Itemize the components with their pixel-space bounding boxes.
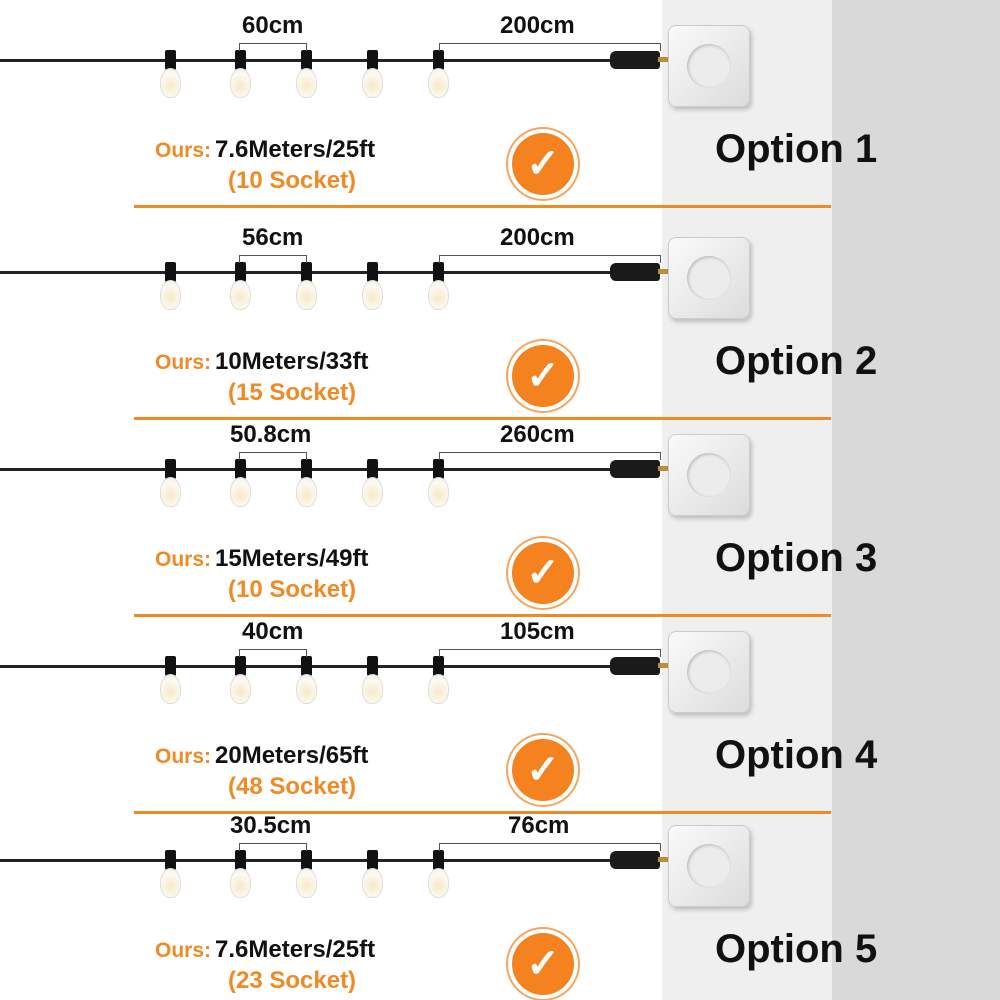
option-title: Option 5 xyxy=(715,927,878,971)
bulb-icon xyxy=(362,656,383,706)
bulb-icon xyxy=(428,656,449,706)
bulb-spacing-label: 30.5cm xyxy=(230,812,312,839)
option-title: Option 1 xyxy=(715,127,878,171)
bulb-icon xyxy=(362,50,383,100)
wall-panel-dark xyxy=(832,0,1000,1000)
ours-label: Ours: xyxy=(155,548,212,571)
bulb-icon xyxy=(160,262,181,312)
bulb-icon xyxy=(230,656,251,706)
wall-outlet-icon xyxy=(668,825,750,907)
length-text: Ours:10Meters/33ft xyxy=(155,348,368,376)
socket-count: (10 Socket) xyxy=(228,576,357,603)
lead-length-label: 200cm xyxy=(500,224,575,251)
ours-label: Ours: xyxy=(155,745,212,768)
option-title: Option 3 xyxy=(715,536,878,580)
check-icon: ✓ xyxy=(512,933,574,995)
socket-count: (23 Socket) xyxy=(228,967,357,994)
lead-bracket xyxy=(439,255,661,263)
check-icon: ✓ xyxy=(512,133,574,195)
bulb-icon xyxy=(428,262,449,312)
divider xyxy=(134,205,831,208)
wall-outlet-icon xyxy=(668,631,750,713)
check-icon: ✓ xyxy=(512,542,574,604)
bulb-icon xyxy=(428,459,449,509)
plug-icon xyxy=(610,657,672,675)
socket-count: (48 Socket) xyxy=(228,773,357,800)
bulb-icon xyxy=(296,262,317,312)
divider xyxy=(134,614,831,617)
length-text: Ours:7.6Meters/25ft xyxy=(155,936,375,964)
check-icon: ✓ xyxy=(512,739,574,801)
lead-length-label: 200cm xyxy=(500,12,575,39)
bulb-spacing-label: 40cm xyxy=(242,618,304,645)
bulb-spacing-label: 56cm xyxy=(242,224,304,251)
spacing-bracket xyxy=(239,452,307,460)
lead-length-label: 76cm xyxy=(508,812,570,839)
bulb-icon xyxy=(230,262,251,312)
spacing-bracket xyxy=(239,43,307,51)
bulb-icon xyxy=(362,262,383,312)
ours-label: Ours: xyxy=(155,351,212,374)
ours-label: Ours: xyxy=(155,939,212,962)
length-text: Ours:15Meters/49ft xyxy=(155,545,368,573)
bulb-icon xyxy=(160,50,181,100)
length-text: Ours:20Meters/65ft xyxy=(155,742,368,770)
bulb-icon xyxy=(160,656,181,706)
bulb-icon xyxy=(428,50,449,100)
wall-outlet-icon xyxy=(668,25,750,107)
bulb-icon xyxy=(362,459,383,509)
plug-icon xyxy=(610,460,672,478)
wall-outlet-icon xyxy=(668,434,750,516)
wall-outlet-icon xyxy=(668,237,750,319)
lead-bracket xyxy=(439,452,661,460)
length-value: 7.6Meters/25ft xyxy=(215,136,376,163)
bulb-icon xyxy=(230,50,251,100)
bulb-icon xyxy=(230,459,251,509)
spacing-bracket xyxy=(239,255,307,263)
socket-count: (15 Socket) xyxy=(228,379,357,406)
length-value: 20Meters/65ft xyxy=(215,742,369,769)
ours-label: Ours: xyxy=(155,139,212,162)
lead-length-label: 105cm xyxy=(500,618,575,645)
spacing-bracket xyxy=(239,649,307,657)
lead-length-label: 260cm xyxy=(500,421,575,448)
option-title: Option 4 xyxy=(715,733,878,777)
bulb-icon xyxy=(160,850,181,900)
option-title: Option 2 xyxy=(715,339,878,383)
bulb-icon xyxy=(296,459,317,509)
bulb-icon xyxy=(160,459,181,509)
socket-count: (10 Socket) xyxy=(228,167,357,194)
lead-bracket xyxy=(439,843,661,851)
spacing-bracket xyxy=(239,843,307,851)
plug-icon xyxy=(610,263,672,281)
lead-bracket xyxy=(439,649,661,657)
bulb-icon xyxy=(296,850,317,900)
plug-icon xyxy=(610,851,672,869)
divider xyxy=(134,417,831,420)
divider xyxy=(134,811,831,814)
plug-icon xyxy=(610,51,672,69)
bulb-spacing-label: 50.8cm xyxy=(230,421,312,448)
length-text: Ours:7.6Meters/25ft xyxy=(155,136,375,164)
length-value: 7.6Meters/25ft xyxy=(215,936,376,963)
bulb-icon xyxy=(428,850,449,900)
bulb-icon xyxy=(362,850,383,900)
bulb-icon xyxy=(296,50,317,100)
check-icon: ✓ xyxy=(512,345,574,407)
length-value: 10Meters/33ft xyxy=(215,348,369,375)
bulb-icon xyxy=(296,656,317,706)
lead-bracket xyxy=(439,43,661,51)
length-value: 15Meters/49ft xyxy=(215,545,369,572)
bulb-icon xyxy=(230,850,251,900)
bulb-spacing-label: 60cm xyxy=(242,12,304,39)
